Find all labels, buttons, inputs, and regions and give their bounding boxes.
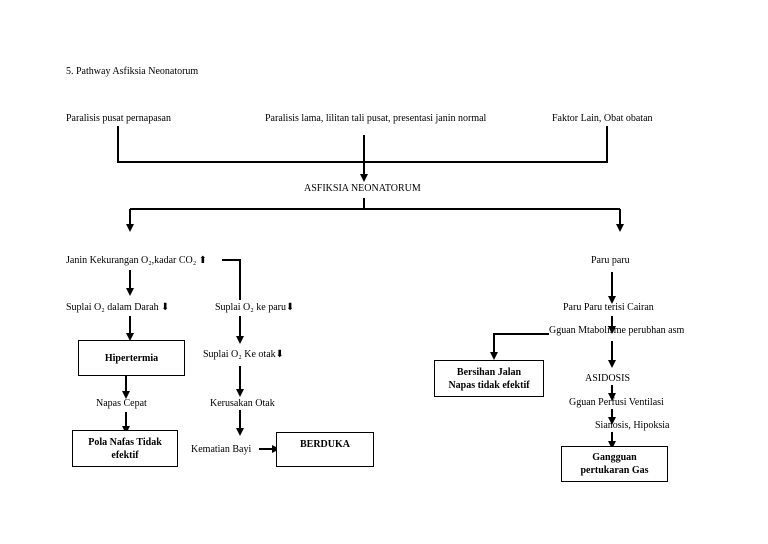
node-sianosis: Sianosis, Hipoksia: [595, 420, 670, 431]
node-kematian-bayi: Kematian Bayi: [191, 444, 252, 455]
box-bersihan-jalan: Bersihan Jalan Napas tidak efektif: [434, 360, 544, 397]
node-gguan-mtabolisme: Gguan Mtabolisme perubhan asm: [549, 325, 685, 336]
label-bersihan-2: Napas tidak efektif: [448, 379, 530, 391]
node-suplai-darah: Suplai O₂ dalam Darah ⬇: [66, 302, 170, 313]
node-napas-cepat: Napas Cepat: [96, 398, 147, 409]
box-berduka: BERDUKA: [276, 432, 374, 467]
page-title: 5. Pathway Asfiksia Neonatorum: [66, 66, 199, 77]
node-janin-kekurangan: Janin Kekurangan O₂,kadar CO₂ ⬆: [66, 255, 208, 266]
box-hipertermia: Hipertermia: [78, 340, 185, 376]
cause-faktor-lain: Faktor Lain, Obat obatan: [552, 113, 653, 124]
box-pola-nafas: Pola Nafas Tidak efektif: [72, 430, 178, 467]
label-gangguan-2: pertukaran Gas: [580, 465, 649, 476]
arrow-gguan-bersihan: [490, 333, 549, 360]
node-suplai-otak: Suplai O₂ Ke otak⬇: [203, 349, 285, 360]
node-kerusakan-otak: Kerusakan Otak: [210, 398, 275, 409]
node-paru-cairan: Paru Paru terisi Cairan: [563, 302, 654, 313]
node-paru-paru: Paru paru: [591, 255, 630, 266]
label-gangguan-1: Gangguan: [592, 452, 637, 463]
label-hipertermia: Hipertermia: [104, 352, 159, 364]
label-bersihan-1: Bersihan Jalan: [456, 366, 522, 378]
cause-paralisis-pusat: Paralisis pusat pernapasan: [66, 113, 171, 124]
cause-bracket: [117, 126, 608, 163]
split-bracket: [130, 198, 620, 210]
node-asidosis: ASIDOSIS: [585, 373, 631, 384]
label-pola-nafas-1: Pola Nafas Tidak: [88, 436, 162, 448]
label-berduka: BERDUKA: [299, 439, 350, 450]
branch-to-suplai-paru: [222, 259, 241, 300]
box-gangguan-gas: Gangguan pertukaran Gas: [561, 446, 668, 482]
cause-paralisis-lama: Paralisis lama, lilitan tali pusat, pres…: [265, 113, 487, 124]
node-asfiksia: ASFIKSIA NEONATORUM: [304, 183, 421, 194]
node-suplai-paru: Suplai O₂ ke paru⬇: [215, 302, 295, 313]
node-gguan-perfusi: Gguan Perfusi Ventilasi: [569, 397, 664, 408]
label-pola-nafas-2: efektif: [111, 449, 139, 461]
